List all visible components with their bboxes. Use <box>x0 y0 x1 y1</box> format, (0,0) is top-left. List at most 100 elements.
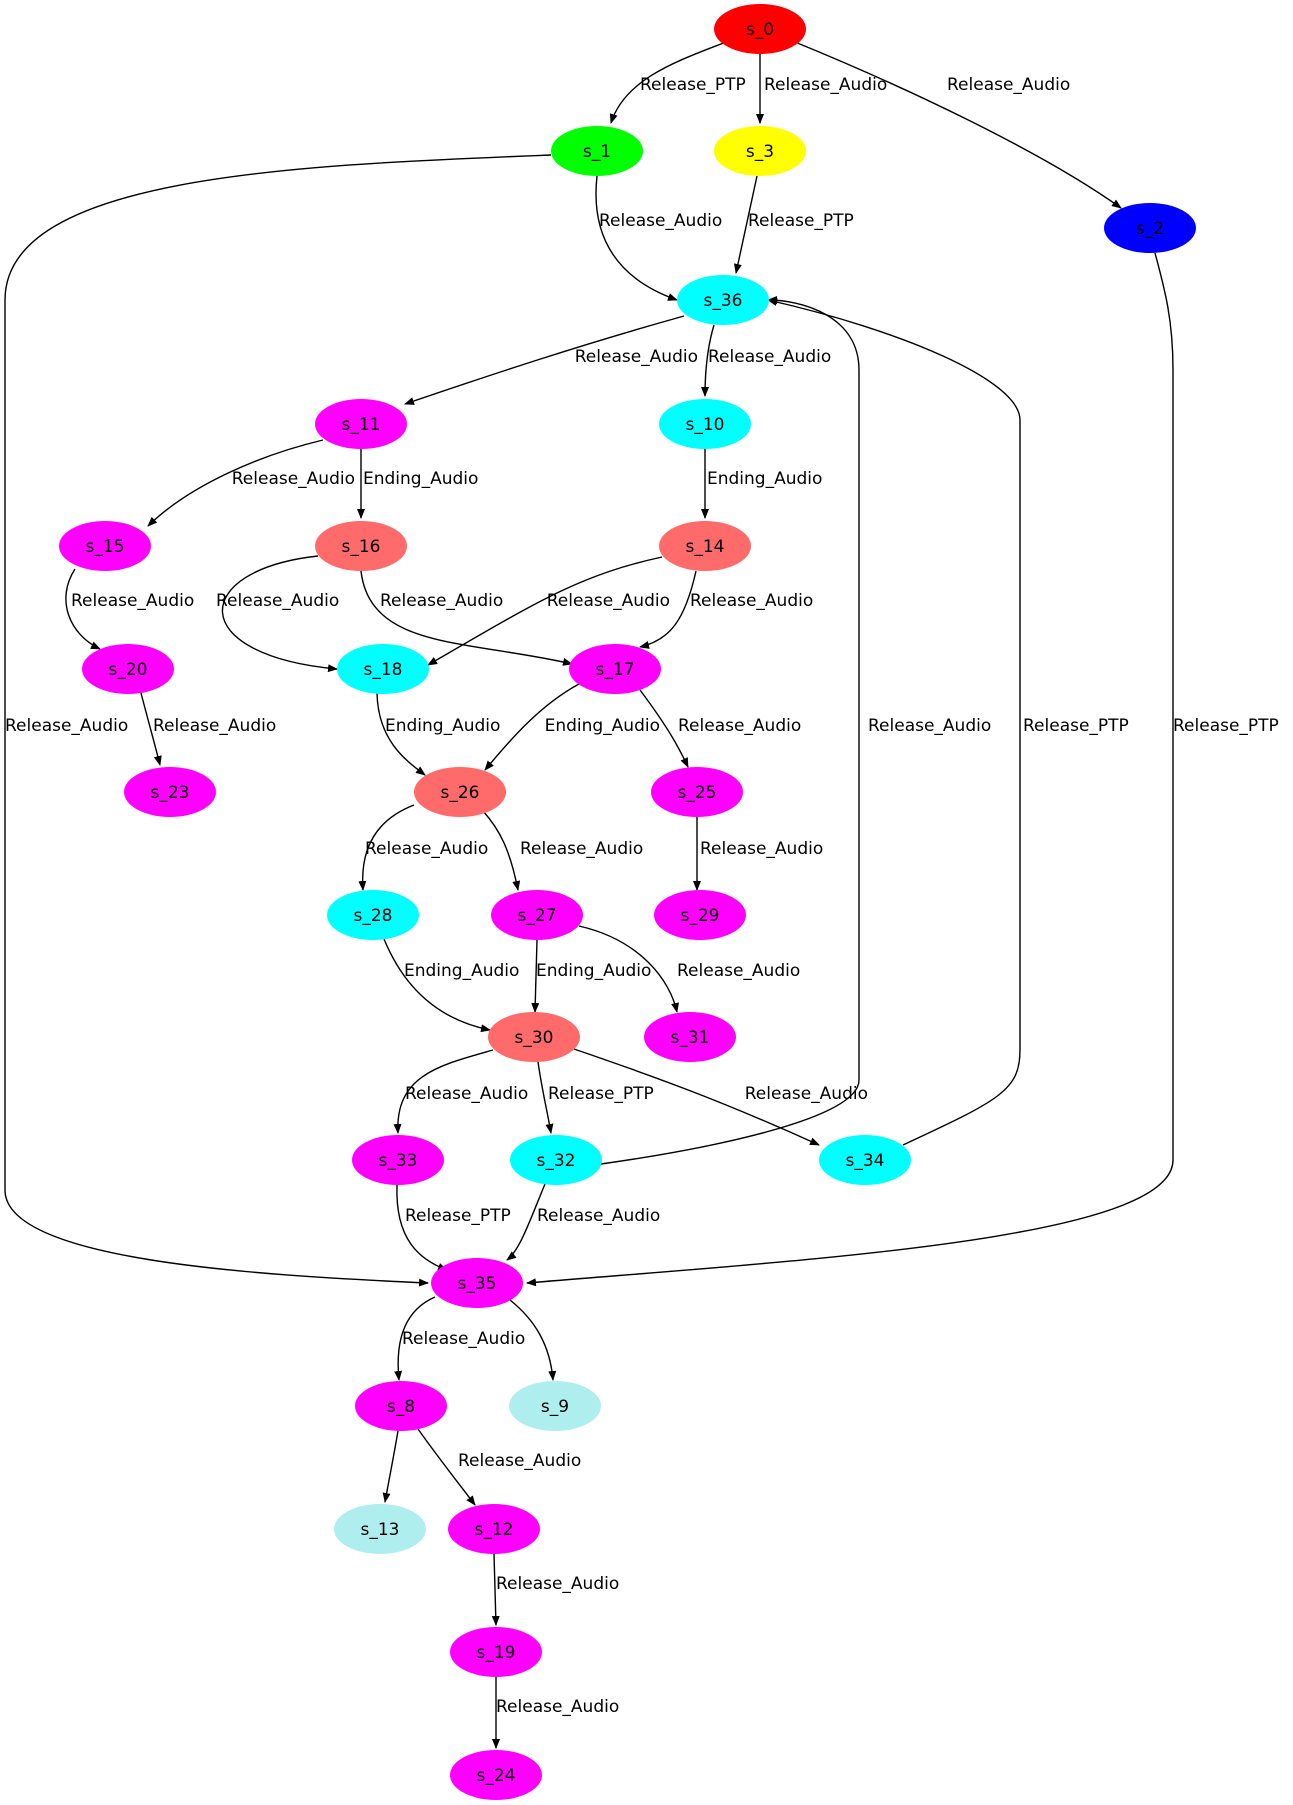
state-label: s_24 <box>477 1766 516 1786</box>
state-node-s20: s_20 <box>82 644 174 694</box>
edge-s32-to-s35: Release_Audio <box>506 1183 660 1261</box>
state-ellipse <box>448 1504 540 1554</box>
edge-label: Ending_Audio <box>363 469 478 489</box>
edge-label: Release_Audio <box>380 591 503 611</box>
state-node-s32: s_32 <box>510 1135 602 1185</box>
edge-label: Release_PTP <box>1173 716 1279 736</box>
state-ellipse <box>654 890 746 940</box>
edge-line <box>427 556 663 666</box>
state-ellipse <box>644 1012 736 1062</box>
state-label: s_35 <box>458 1274 497 1294</box>
state-node-s3: s_3 <box>714 126 806 176</box>
state-ellipse <box>334 1504 426 1554</box>
edge-label: Ending_Audio <box>545 716 660 736</box>
state-node-s9: s_9 <box>509 1381 601 1431</box>
edge-label: Release_Audio <box>700 839 823 859</box>
state-node-s30: s_30 <box>488 1012 580 1062</box>
state-label: s_29 <box>681 906 720 926</box>
edge-label: Release_Audio <box>745 1084 868 1104</box>
edge-label: Release_Audio <box>496 1697 619 1717</box>
state-label: s_26 <box>441 783 480 803</box>
edge-line <box>526 252 1174 1287</box>
state-ellipse <box>337 644 429 694</box>
state-ellipse <box>510 1135 602 1185</box>
edge-s27-to-s31: Release_Audio <box>578 925 800 1013</box>
state-node-s11: s_11 <box>315 399 407 449</box>
edge-s30-to-s32: Release_PTP <box>537 1061 654 1134</box>
edge-line <box>221 555 338 673</box>
state-node-s36: s_36 <box>677 275 769 325</box>
state-label: s_13 <box>361 1520 400 1540</box>
edge-s20-to-s23: Release_Audio <box>140 692 276 766</box>
edge-line <box>506 1183 546 1261</box>
edge-label: Release_Audio <box>458 1451 581 1471</box>
edge-label: Release_PTP <box>405 1206 511 1226</box>
state-label: s_14 <box>686 537 725 557</box>
state-label: s_12 <box>475 1520 514 1540</box>
edge-s8-to-s13 <box>382 1430 399 1503</box>
state-node-s26: s_26 <box>414 767 506 817</box>
edge-line <box>65 568 101 650</box>
edge-label: Release_Audio <box>71 591 194 611</box>
state-label: s_19 <box>477 1643 516 1663</box>
edge-line <box>595 175 678 301</box>
state-node-s28: s_28 <box>327 890 419 940</box>
edge-line <box>733 175 758 274</box>
state-label: s_18 <box>364 660 403 680</box>
state-node-s31: s_31 <box>644 1012 736 1062</box>
edge-s35-to-s9 <box>509 1299 557 1381</box>
state-node-s8: s_8 <box>355 1381 447 1431</box>
edge-s36-to-s11: Release_Audio <box>404 315 698 405</box>
edge-label: Ending_Audio <box>404 961 519 981</box>
edge-label: Release_Audio <box>520 839 643 859</box>
state-ellipse <box>714 126 806 176</box>
state-ellipse <box>352 1135 444 1185</box>
edge-label: Release_Audio <box>677 961 800 981</box>
state-ellipse <box>327 890 419 940</box>
edge-line <box>484 683 580 771</box>
state-label: s_2 <box>1136 219 1164 239</box>
edge-s32-to-s36: Release_Audio <box>600 296 991 1165</box>
edge-s34-to-s36: Release_PTP <box>767 298 1129 1146</box>
edge-s27-to-s30: Ending_Audio <box>531 939 651 1013</box>
edge-line <box>358 804 415 891</box>
edge-line <box>573 1048 820 1146</box>
state-label: s_0 <box>746 20 774 40</box>
state-ellipse <box>1104 203 1196 253</box>
state-node-s17: s_17 <box>569 644 661 694</box>
edge-label: Ending_Audio <box>385 716 500 736</box>
edge-s15-to-s20: Release_Audio <box>65 568 194 650</box>
state-label: s_25 <box>678 783 717 803</box>
edge-line <box>537 1061 554 1134</box>
edge-label: Ending_Audio <box>536 961 651 981</box>
edge-label: Release_Audio <box>764 75 887 95</box>
state-node-s18: s_18 <box>337 644 429 694</box>
state-ellipse <box>315 399 407 449</box>
edge-label: Release_PTP <box>1023 716 1129 736</box>
edge-line <box>509 1299 557 1381</box>
edge-s3-to-s36: Release_PTP <box>733 175 854 274</box>
edge-label: Release_Audio <box>708 347 831 367</box>
state-node-s12: s_12 <box>448 1504 540 1554</box>
state-label: s_33 <box>379 1151 418 1171</box>
state-ellipse <box>414 767 506 817</box>
state-node-s15: s_15 <box>59 521 151 571</box>
edge-label: Ending_Audio <box>707 469 822 489</box>
edge-label: Release_PTP <box>640 75 746 95</box>
edge-s18-to-s26: Ending_Audio <box>376 692 500 776</box>
state-ellipse <box>59 521 151 571</box>
state-ellipse <box>569 644 661 694</box>
state-ellipse <box>659 521 751 571</box>
edge-line <box>482 810 521 891</box>
edge-s28-to-s30: Ending_Audio <box>383 938 519 1033</box>
state-label: s_32 <box>537 1151 576 1171</box>
state-ellipse <box>491 890 583 940</box>
edge-label: Release_Audio <box>678 716 801 736</box>
state-ellipse <box>819 1135 911 1185</box>
edge-line <box>376 692 426 776</box>
edge-line <box>600 296 860 1165</box>
edge-line <box>578 925 679 1013</box>
edge-line <box>393 1049 494 1134</box>
edge-label: Release_Audio <box>153 716 276 736</box>
